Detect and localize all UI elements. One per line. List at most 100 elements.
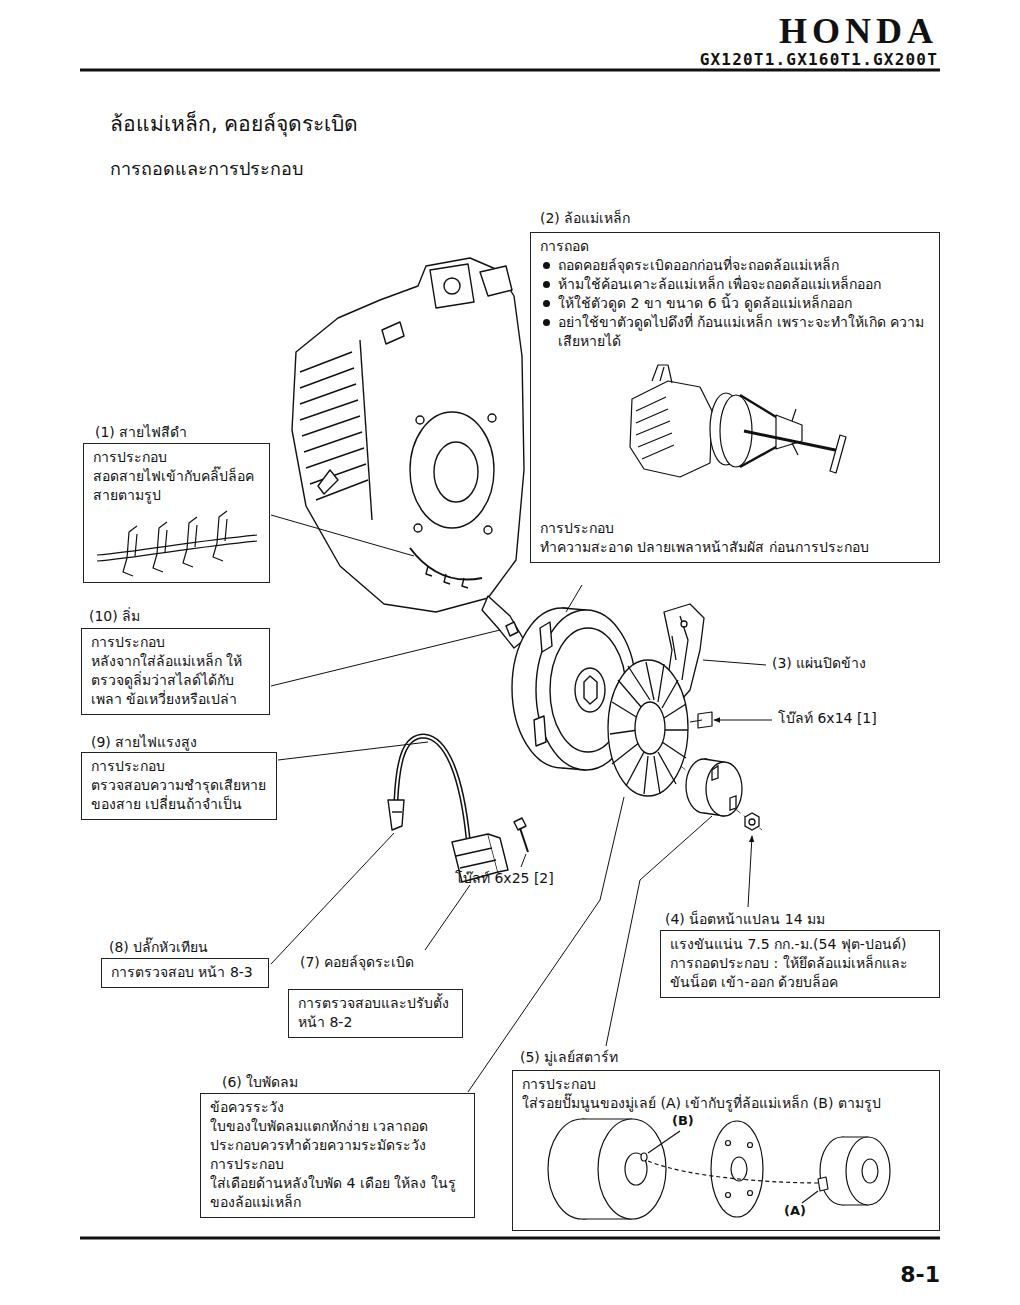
figure-clip-drawing-part-part [123,526,137,576]
cooling-fan-drawing [608,660,688,796]
page-subtitle: การถอดและการประกอบ [110,158,303,180]
side-plate-drawing-part [690,712,712,728]
ignition-coil-drawing-part [456,848,496,868]
leader-line-part [566,585,582,612]
leader-line-part [278,742,428,760]
leader-line-part [468,797,624,1092]
engine-drawing-part [444,278,460,294]
page-rule-part [80,1237,940,1240]
note-text: การประกอบ [522,1075,930,1094]
ignition-coil-drawing-part [388,800,404,830]
callout-heading: (7) คอยล์จุดระเบิด [300,953,463,972]
engine-drawing-part [426,566,468,588]
note-text: การถอด [540,237,930,256]
callout-frame: การประกอบหลังจากใส่ล้อแม่เหล็ก ให้ ตรวจด… [81,628,270,715]
bolt-label: โบ๊ลท์ 6x25 [2] [455,870,554,887]
cooling-fan-drawing-part [610,662,688,794]
ignition-coil-drawing-part [392,811,402,812]
side-plate-drawing-part [681,621,687,627]
leader-line-part [748,836,752,907]
note-text: อย่าใช้ขาตัวดูดไปดึงที่ ก้อนแม่เหล็ก เพร… [558,313,930,351]
callout-heading-row: (1) สายไฟสีดำ [83,423,270,442]
figure-pulley-drawing-part-part [862,1159,878,1183]
callout-frame: แรงขันแน่น 7.5 กก.-ม.(54 ฟุต-ปอนด์)การถอ… [660,930,940,998]
callout-heading: (9) สายไฟแรงสูง [91,733,277,752]
ignition-coil-drawing-part [396,736,468,838]
figure-pulley-drawing-part-part [598,1119,666,1219]
note-text: ทำความสะอาด ปลายเพลาหน้าสัมผัส ก่อนการปร… [540,538,930,557]
callout-frame: การประกอบใส่รอยปั๊มนูนของมู่เลย์ (A) เข้… [512,1070,940,1231]
callout-heading-row: (10) ลิ่ม [81,607,270,626]
engine-drawing-part [484,526,492,534]
figure-clip-drawing-part-part [183,517,197,567]
callout-heading: (5) มู่เลย์สตาร์ท [520,1048,940,1067]
note-text: แรงขันแน่น 7.5 กก.-ม.(54 ฟุต-ปอนด์) [670,935,930,954]
callout-letter: (A) [784,1203,806,1219]
figure-puller-drawing-part [630,365,846,477]
engine-drawing-part [416,416,424,424]
starter-pulley-drawing-part [745,813,759,830]
starter-pulley-drawing [686,759,759,830]
figure-puller-drawing-part-part [636,397,674,459]
note-text: ใส่เดือยด้านหลังใบพัด 4 เดือย ให้ลง ในรู… [210,1174,465,1212]
note-text: ใส่รอยปั๊มนูนของมู่เลย์ (A) เข้ากับรูที่… [522,1094,930,1113]
callout-heading: (2) ล้อแม่เหล็ก [540,209,940,228]
callout-heading-row: (2) ล้อแม่เหล็ก [530,209,940,228]
leader-line-part [271,630,500,686]
figure-pulley-drawing-part-part [648,1161,818,1183]
engine-drawing-part [410,412,494,528]
starter-pulley-drawing-part [706,762,742,816]
callout-box: (4) น็อตหน้าแปลน 14 มมแรงขันแน่น 7.5 กก.… [660,910,940,998]
figure-pulley: (B) (A) [522,1113,930,1225]
page-title: ล้อแม่เหล็ก, คอยล์จุดระเบิด [110,112,358,137]
figure-puller-drawing-part-part [744,431,840,451]
brand-logo: HONDA [779,10,938,53]
figure-pulley-drawing-part-part [748,1143,753,1148]
callout-heading: (10) ลิ่ม [89,607,270,626]
page-rule [80,70,940,1238]
engine-drawing-part [292,258,524,612]
callout-heading: (6) ใบพัดลม [222,1073,475,1092]
figure-pulley-drawing-part-part [818,1177,828,1191]
figure-clip-drawing-part-part [153,522,167,572]
callout-letter: (B) [672,1113,694,1129]
note-text: ใบของใบพัดลมแตกหักง่าย เวลาถอด ประกอบควร… [210,1117,465,1155]
bullet-dot [543,319,550,326]
figure-pulley-drawing-part-part [648,1131,680,1153]
callout-frame: การประกอบสอดสายไฟเข้ากับคลิ๊ปล็อค สายตาม… [83,443,270,583]
engine-drawing-part [318,470,338,494]
callout-frame: การถอดถอดคอยล์จุดระเบิดออกก่อนที่จะถอดล้… [530,232,940,563]
cooling-fan-drawing-part [608,660,688,796]
figure-puller-drawing-part-part [776,415,802,449]
page-number: 8-1 [900,1262,940,1288]
figure-pulley-drawing-part-part [846,1137,890,1205]
callout-frame: การตรวจสอบและปรับตั้ง หน้า 8-2 [288,989,463,1038]
starter-pulley-drawing-part [712,766,736,810]
callout-heading-row: (7) คอยล์จุดระเบิด [288,953,463,972]
leader-line [271,515,772,1092]
leader-line-part [714,720,772,721]
callout-heading-row: (9) สายไฟแรงสูง [81,733,277,752]
note-text: หลังจากใส่ล้อแม่เหล็ก ให้ ตรวจดูลิ่มว่าส… [91,652,260,709]
callout-heading-row: (5) มู่เลย์สตาร์ท [512,1048,940,1067]
figure-puller-drawing-part-part [830,435,846,473]
figure-pulley-drawing-part-part [731,1157,747,1181]
leader-line-part [271,833,394,964]
ignition-coil-drawing [388,736,528,882]
callout-box: (2) ล้อแม่เหล็กการถอดถอดคอยล์จุดระเบิดออ… [530,209,940,563]
figure-puller-drawing-part-part [630,381,712,477]
callout-box: (1) สายไฟสีดำการประกอบสอดสายไฟเข้ากับคลิ… [83,423,270,583]
bullet-dot [543,300,550,307]
leader-line-part [271,515,414,556]
figure-clip [93,505,261,577]
note-text: ห้ามใช้ค้อนเคาะล้อแม่เหล็ก เพื่อจะถอดล้อ… [558,275,930,294]
note-text: ตรวจสอบความชำรุดเสียหาย ของสาย เปลี่ยนถ้… [91,776,267,814]
note-text: การประกอบ [210,1155,465,1174]
engine-drawing-part [506,622,518,636]
flywheel-drawing-part [534,622,552,746]
note-text: การถอดประกอบ : ให้ยึดล้อแม่เหล็กและ ขันน… [670,954,930,992]
engine-drawing-part [434,442,478,502]
engine-drawing-part [430,264,474,308]
